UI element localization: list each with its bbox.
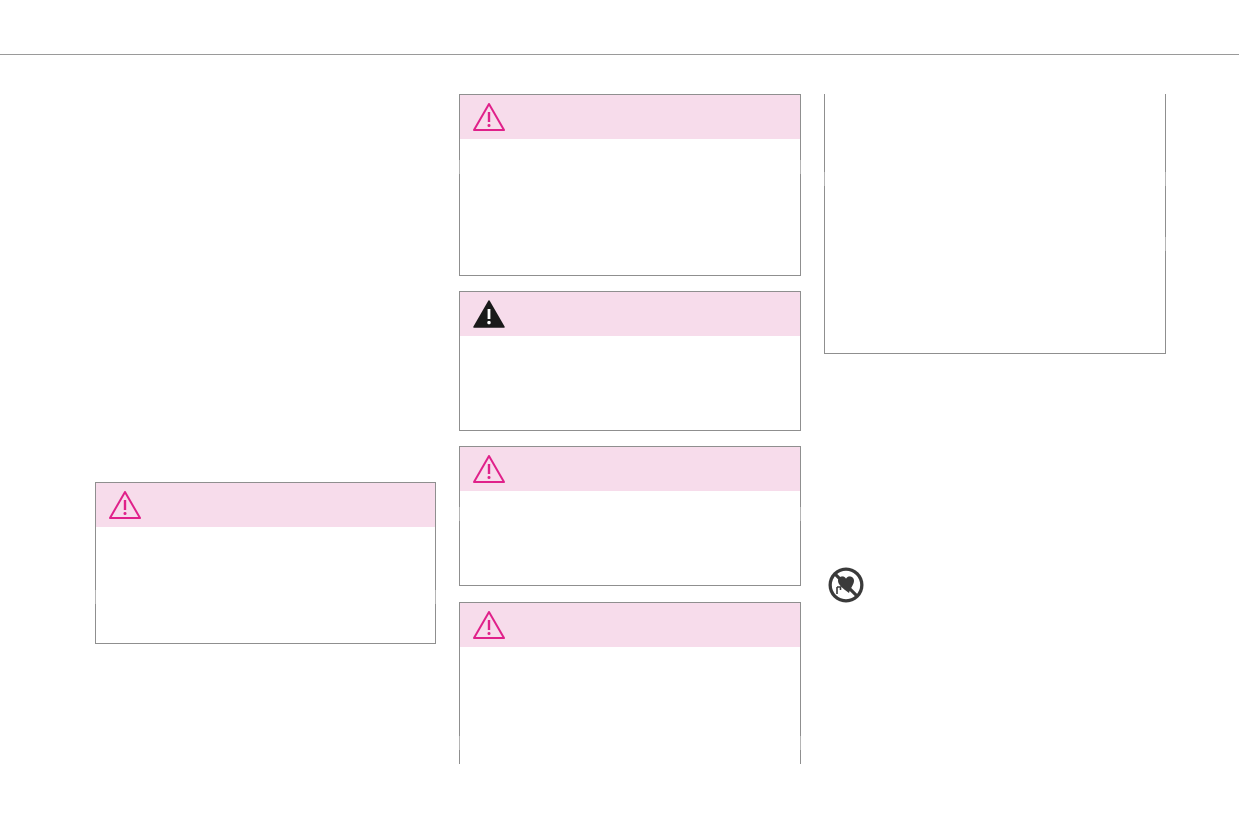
margin-tick [1165,237,1166,251]
warning-box-left [95,482,436,644]
margin-tick [800,160,801,174]
warning-header [460,603,800,647]
margin-tick [800,736,801,750]
margin-tick [95,590,96,604]
warning-header [460,95,800,139]
warning-header [460,292,800,336]
margin-tick [459,736,460,750]
warning-box-middle-1 [459,94,801,276]
caution-outline-icon [472,454,506,484]
warning-filled-icon [472,299,506,329]
margin-tick [800,507,801,521]
margin-tick [1165,172,1166,186]
caution-outline-icon [472,610,506,640]
warning-header [460,447,800,491]
margin-tick [459,507,460,521]
warning-header [96,483,435,527]
warning-box-middle-4 [459,602,801,764]
caution-outline-icon [108,490,142,520]
warning-box-middle-3 [459,446,801,586]
caution-outline-icon [472,102,506,132]
margin-tick [459,160,460,174]
warning-box-continuation [824,94,1166,354]
margin-tick [824,172,825,186]
header-rule [0,54,1239,55]
warning-box-middle-2 [459,291,801,431]
no-pacemaker-icon [827,566,865,604]
margin-tick [435,590,436,604]
